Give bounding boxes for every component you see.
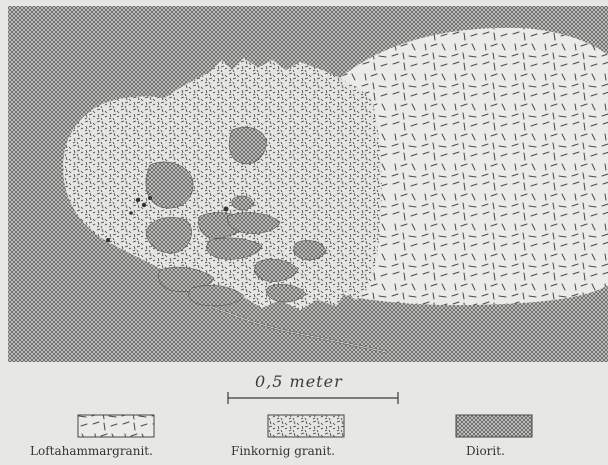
legend-label-diorit: Diorit. (466, 444, 505, 458)
legend-label-finkornig-granit: Finkornig granit. (231, 444, 335, 458)
legend-swatch-finkornig-granit (268, 415, 344, 437)
legend-swatch-loftahammargranit (78, 415, 154, 437)
scale-bar-label: 0,5 meter (255, 372, 343, 391)
scale-bar (228, 392, 398, 404)
legend-swatch-diorit (456, 415, 532, 437)
legend-label-loftahammargranit: Loftahammargranit. (30, 444, 153, 458)
